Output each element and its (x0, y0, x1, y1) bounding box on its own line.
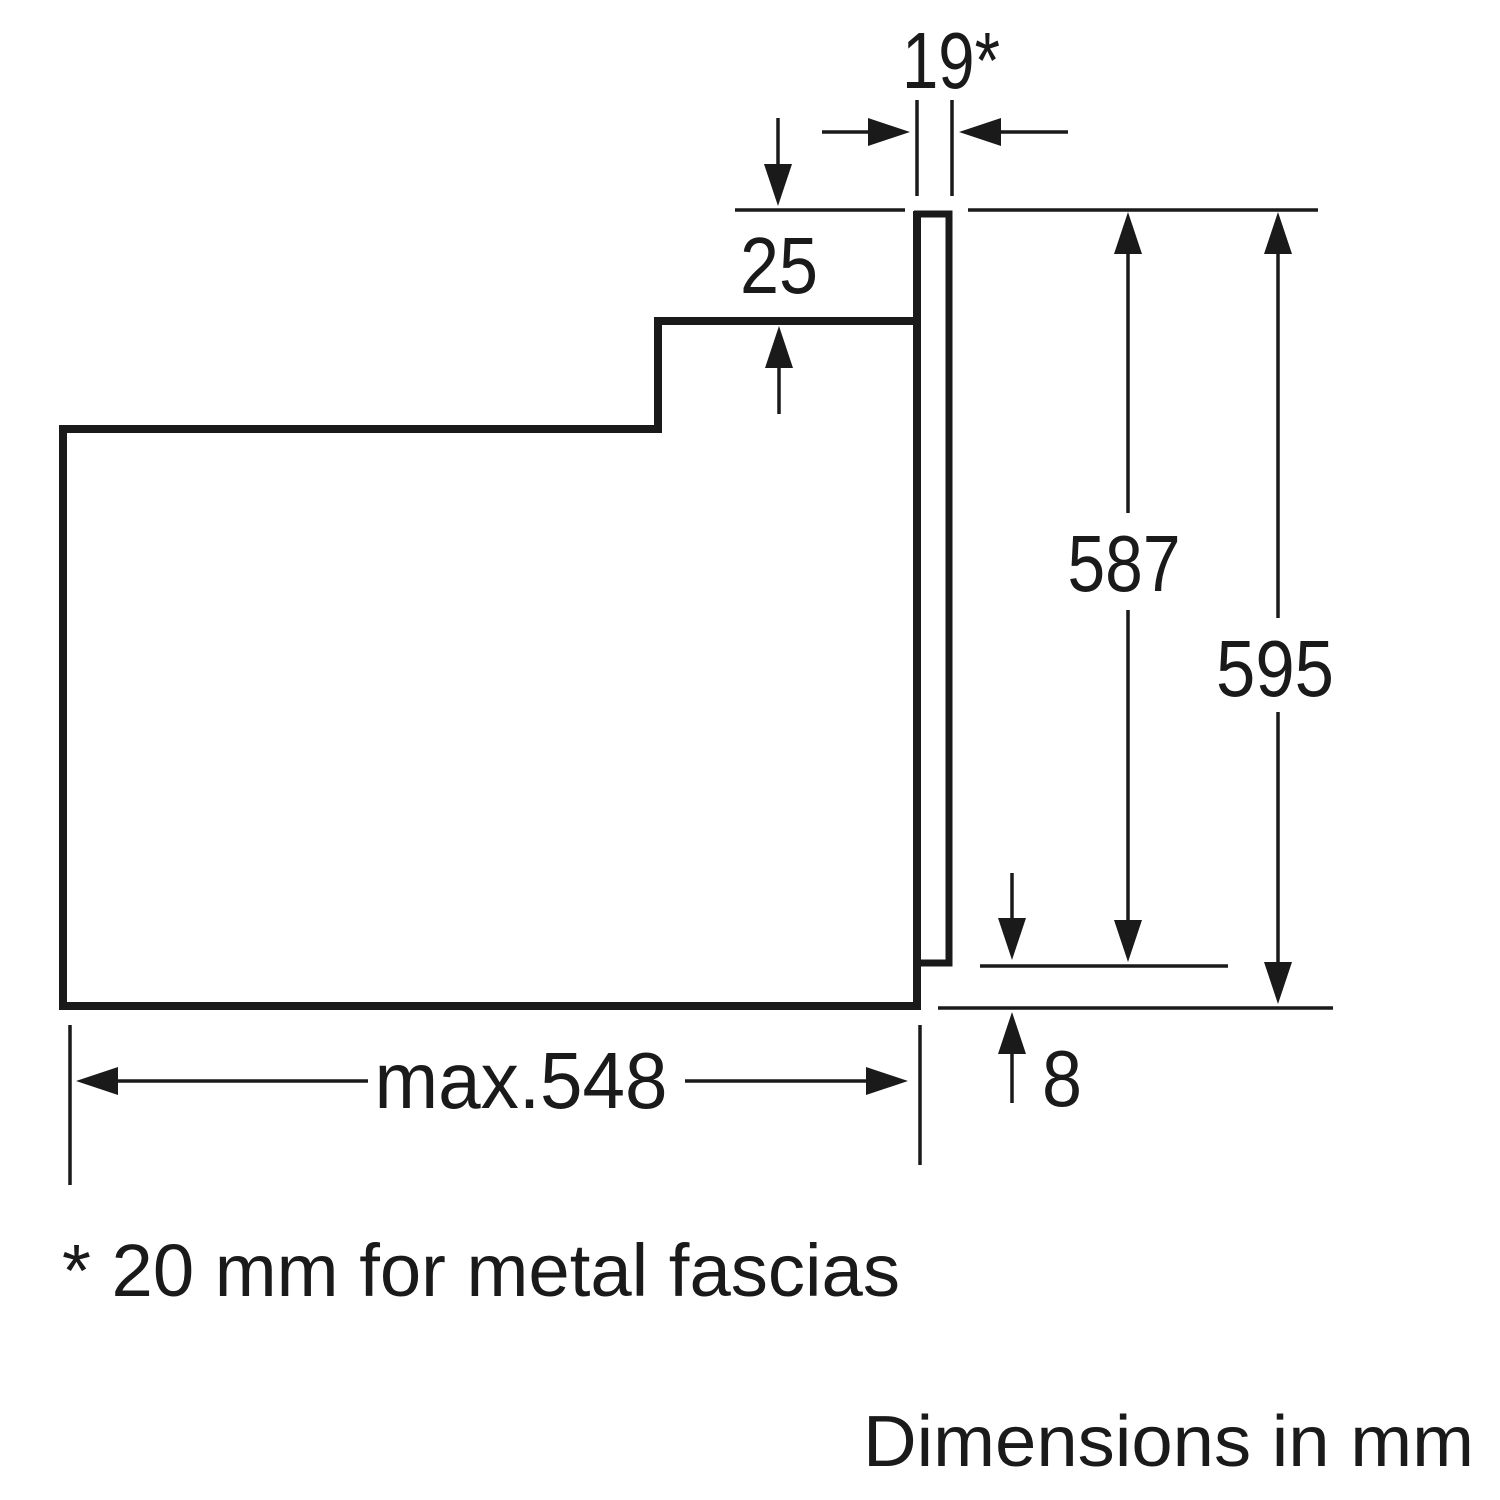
dim-label-overall-height: 595 (1216, 624, 1334, 713)
oven-body-outline (59, 211, 921, 1010)
dimension-bottom-clearance: 8 (998, 873, 1082, 1123)
arrowhead-down (764, 164, 792, 206)
dimension-inner-height: 587 (1068, 212, 1181, 962)
dim-label-top-recess: 25 (740, 221, 818, 310)
oven-outline (59, 210, 953, 1010)
fascia-panel-outline (914, 210, 953, 967)
dim-label-max-depth: max.548 (375, 1036, 668, 1125)
arrowhead-right (868, 118, 910, 146)
arrowhead-up (1114, 212, 1142, 254)
dim-label-bottom-clearance: 8 (1042, 1034, 1082, 1123)
arrowhead-up (1264, 212, 1292, 254)
arrowhead-left (959, 118, 1001, 146)
arrowhead-up (998, 1012, 1026, 1054)
arrowhead-down (1114, 920, 1142, 962)
arrowhead-left (76, 1067, 118, 1095)
arrowhead-down (998, 918, 1026, 960)
footnote-text: * 20 mm for metal fascias (62, 1229, 900, 1312)
units-label: Dimensions in mm (863, 1402, 1474, 1482)
reference-lines (68, 208, 1333, 1185)
dimension-overall-height: 595 (1216, 212, 1334, 1004)
dim-label-inner-height: 587 (1068, 519, 1181, 608)
dimension-fascia-width: 19* (822, 16, 1068, 196)
dimension-max-depth: max.548 (76, 1036, 908, 1125)
arrowhead-up (765, 326, 793, 368)
dim-label-fascia-width: 19* (902, 16, 1000, 105)
arrowhead-down (1264, 962, 1292, 1004)
arrowhead-right (866, 1067, 908, 1095)
dimension-top-recess: 25 (740, 118, 818, 414)
